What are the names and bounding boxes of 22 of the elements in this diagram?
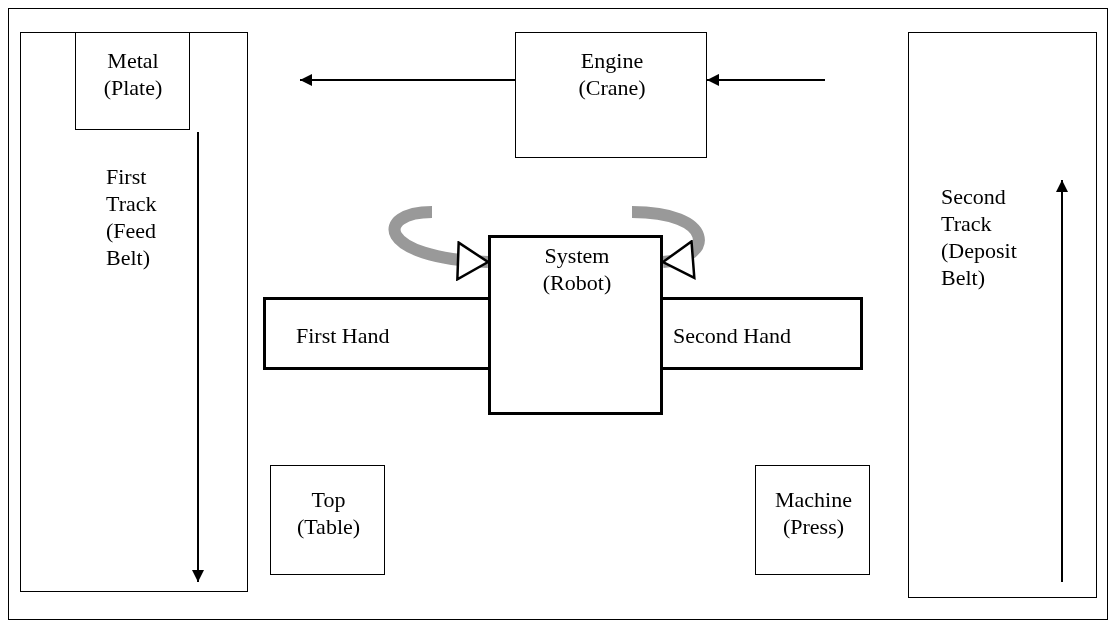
node-label: First Hand: [296, 322, 391, 349]
node-label: First Track (Feed Belt): [106, 163, 158, 271]
block-arrow: [388, 206, 490, 280]
process-box: [755, 465, 870, 575]
arm-box: [263, 297, 491, 370]
block-arrow: [631, 206, 705, 277]
robot-box: [488, 235, 663, 415]
node-label: Machine (Press): [774, 486, 853, 540]
node-label: Top (Table): [295, 486, 362, 540]
process-box: [74, 31, 190, 130]
arrow: [706, 73, 826, 86]
process-box: [270, 465, 385, 575]
arrow: [299, 74, 516, 86]
track-box: [20, 32, 248, 592]
node-label: Metal (Plate): [102, 46, 164, 101]
node-label: Second Track (Deposit Belt): [941, 183, 1018, 291]
node-label: System (Robot): [541, 242, 613, 296]
process-box: [515, 32, 707, 158]
arm-box: [660, 297, 863, 370]
track-box: [908, 32, 1097, 598]
node-label: Engine (Crane): [577, 47, 647, 101]
node-label: Second Hand: [673, 322, 792, 349]
